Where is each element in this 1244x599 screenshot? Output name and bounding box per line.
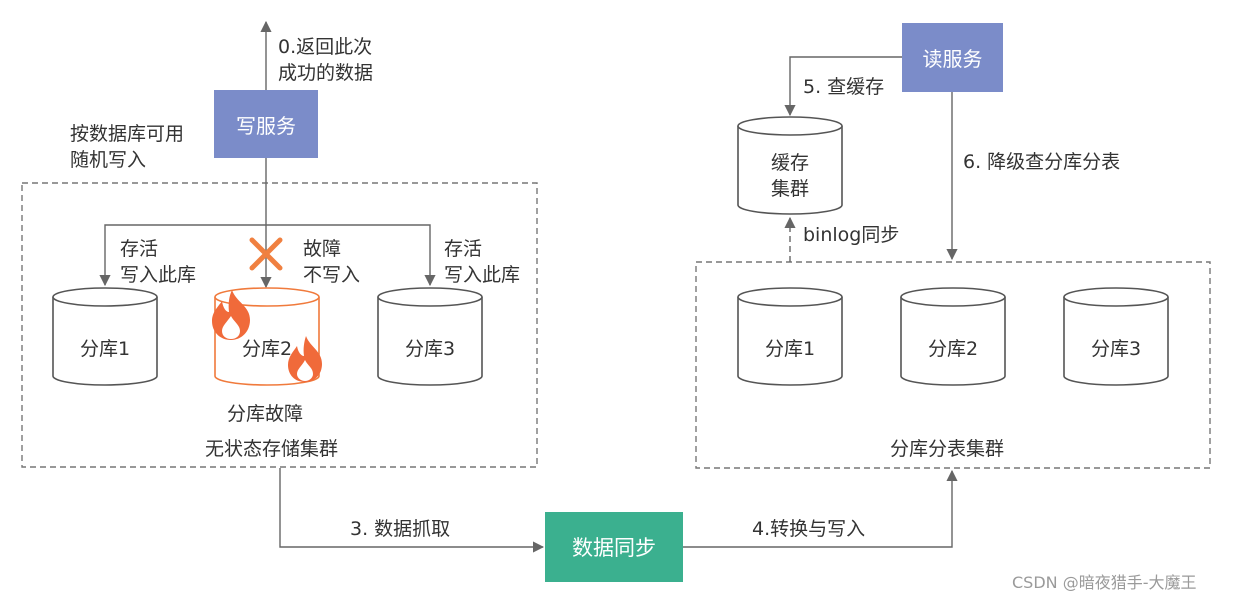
right-shard-2-cylinder	[900, 287, 1006, 386]
fire-icon	[288, 336, 322, 382]
left-shard-1-cylinder	[52, 287, 158, 386]
transform-arrow	[683, 469, 958, 548]
left-shard-3-label: 分库3	[404, 338, 456, 360]
fetch-arrow	[279, 468, 545, 553]
cache-cluster-label: 缓存 集群	[770, 152, 809, 200]
random-write-label: 按数据库可用 随机写入	[70, 123, 185, 171]
fault-no-write-label: 故障 不写入	[303, 238, 361, 286]
binlog-label: binlog同步	[803, 224, 900, 246]
left-shard-1-label: 分库1	[79, 338, 131, 360]
right-shard-1-label: 分库1	[764, 338, 816, 360]
return-data-label: 0.返回此次 成功的数据	[278, 36, 374, 84]
write-service-box[interactable]: 写服务	[214, 90, 318, 158]
left-shard-2-label: 分库2	[241, 338, 293, 360]
right-shard-3-cylinder	[1063, 287, 1169, 386]
read-service-box[interactable]: 读服务	[902, 23, 1003, 92]
degrade-label: 6. 降级查分库分表	[963, 151, 1121, 173]
write-right-arrow	[266, 224, 436, 287]
watermark: CSDN @暗夜猎手-大魔王	[1012, 573, 1197, 592]
cache-cylinder	[737, 116, 843, 215]
right-shard-2-label: 分库2	[927, 338, 979, 360]
write-left-arrow	[99, 224, 266, 287]
left-shard-3-cylinder	[377, 287, 483, 386]
fetch-label: 3. 数据抓取	[350, 518, 451, 540]
right-shard-1-cylinder	[737, 287, 843, 386]
alive-right-label: 存活 写入此库	[444, 238, 521, 286]
fault-cross-icon	[249, 237, 283, 271]
data-sync-box[interactable]: 数据同步	[545, 512, 683, 582]
stateless-cluster-border	[21, 182, 538, 468]
right-shard-3-label: 分库3	[1090, 338, 1142, 360]
alive-left-label: 存活 写入此库	[120, 238, 197, 286]
stateless-cluster-label: 无状态存储集群	[205, 438, 339, 460]
sharded-cluster-label: 分库分表集群	[890, 438, 1005, 460]
shard-fault-label: 分库故障	[227, 403, 304, 425]
query-cache-arrow	[784, 56, 902, 117]
fire-icon	[212, 290, 250, 340]
transform-label: 4.转换与写入	[752, 518, 866, 540]
query-cache-label: 5. 查缓存	[803, 76, 885, 98]
